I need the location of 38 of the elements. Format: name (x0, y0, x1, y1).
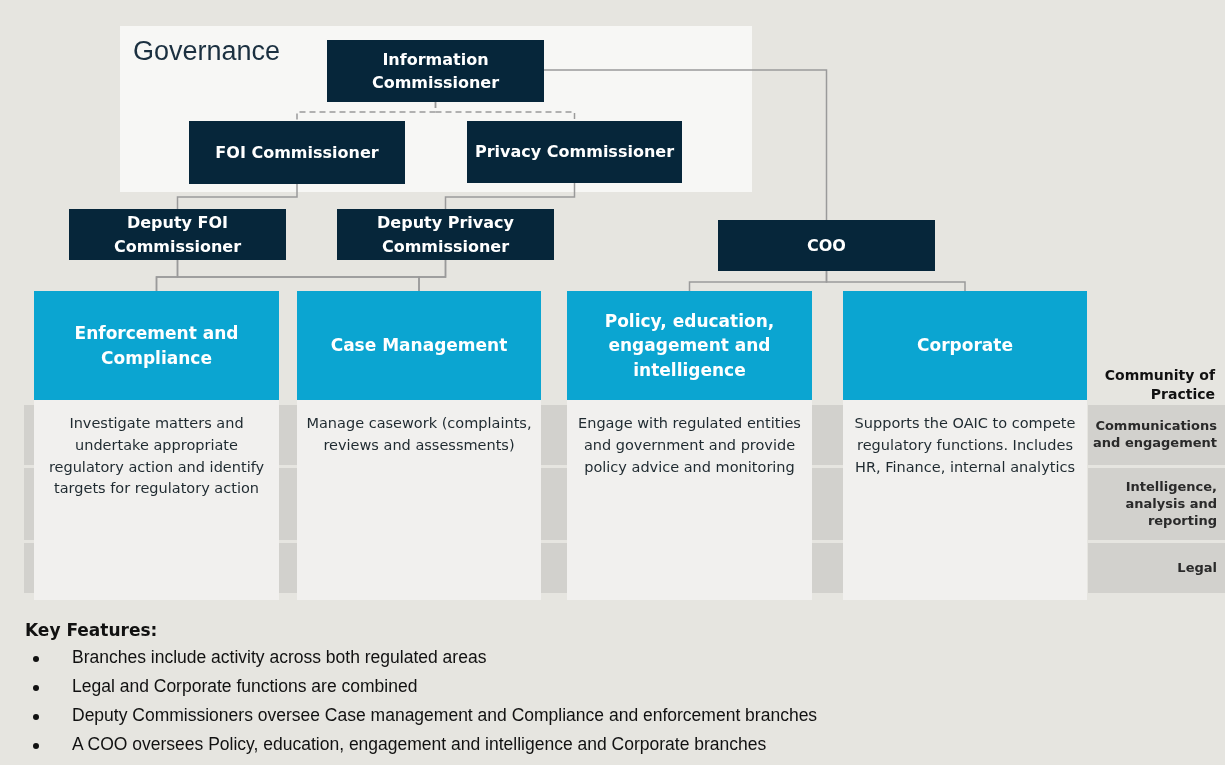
branch-description: Investigate matters and undertake appropriate regulatory action and identify targets for regulatory action (47, 414, 266, 499)
governance-panel (120, 26, 752, 192)
bullet-text: Branches include activity across both regulated areas (72, 647, 488, 668)
branch-header: Enforcement and Compliance (34, 291, 279, 400)
branch-column (34, 291, 279, 600)
branch-column (567, 291, 812, 600)
role-box: Deputy Privacy Commissioner (337, 209, 554, 260)
role-box: Deputy FOI Commissioner (69, 209, 286, 260)
connector-line (444, 182, 576, 210)
practice-band (1088, 543, 1225, 593)
role-box: FOI Commissioner (189, 121, 405, 184)
panel-heading: Governance (133, 36, 281, 67)
branch-header: Case Management (297, 291, 541, 400)
role-box: COO (718, 220, 935, 271)
bullet-text: Deputy Commissioners oversee Case management and Compliance and enforcement branches (72, 705, 819, 726)
branch-description: Manage casework (complaints, reviews and assessments) (305, 414, 533, 455)
bullet-text: A COO oversees Policy, education, engagement and intelligence and Corporate branches (72, 734, 768, 755)
role-box: Information Commissioner (327, 40, 544, 102)
connector-line (418, 259, 447, 292)
column-heading: Community of Practice (1103, 366, 1215, 404)
connector-line (434, 101, 576, 122)
branch-header: Corporate (843, 291, 1087, 400)
branch-description: Engage with regulated entities and government and provide policy advice and monitoring (577, 414, 802, 477)
branch-header: Policy, education, engagement and intelligence (567, 291, 812, 400)
practice-band (1088, 468, 1225, 540)
practice-label: Legal (1176, 559, 1217, 577)
practice-label: Intelligence, analysis and reporting (1124, 478, 1217, 530)
connector-line (825, 270, 966, 292)
branch-description: Supports the OAIC to compete regulatory functions. Includes HR, Finance, internal analytics (853, 414, 1077, 477)
bullet-text: Legal and Corporate functions are combined (72, 676, 419, 697)
practice-label: Communications and engagement (1092, 418, 1217, 452)
section-heading: Key Features: (25, 620, 159, 640)
branch-column (297, 291, 541, 600)
connector-line (176, 183, 298, 210)
role-box: Privacy Commissioner (467, 121, 682, 183)
branch-column (843, 291, 1087, 600)
connector-line (543, 69, 828, 221)
practice-band (1088, 405, 1225, 465)
